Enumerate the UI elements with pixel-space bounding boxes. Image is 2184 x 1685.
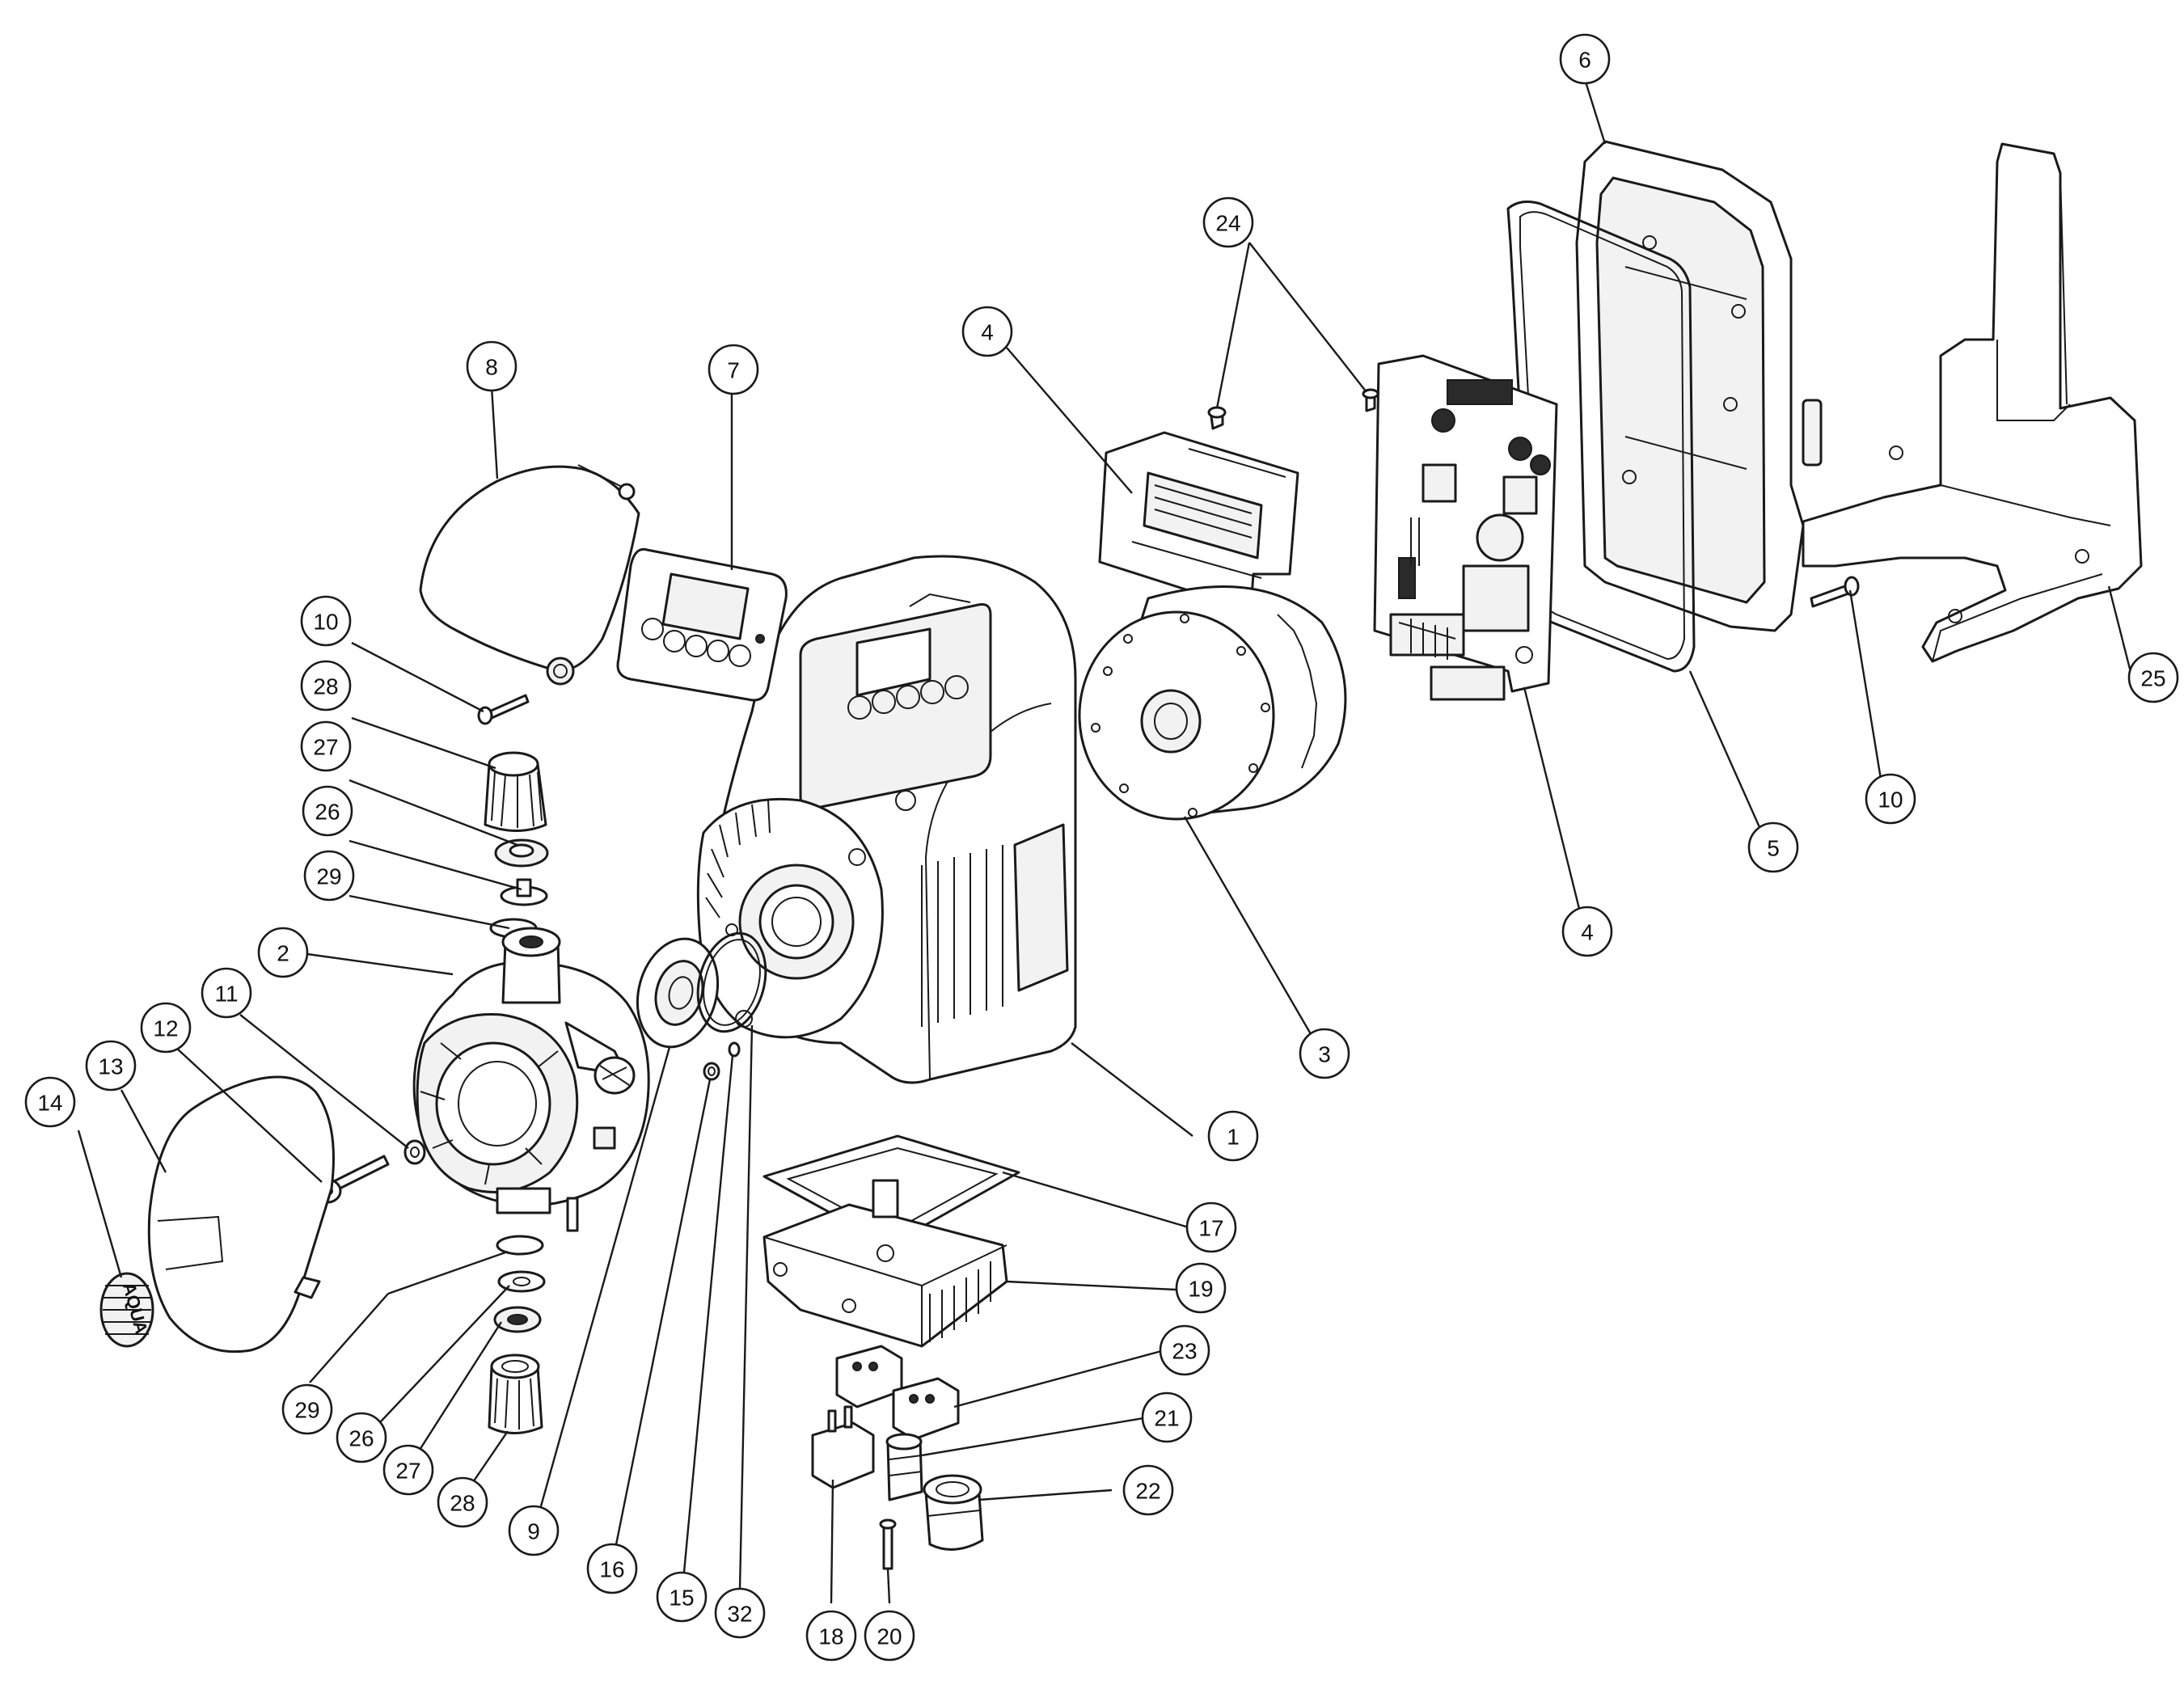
callout-10-right: 10	[1865, 773, 1916, 825]
callout-label: 12	[153, 1016, 178, 1041]
part-screws-24	[1207, 388, 1379, 430]
callout-15: 15	[656, 1571, 708, 1623]
part-valve-stack-top	[484, 751, 549, 939]
part-diaphragm-set	[636, 931, 767, 1081]
callout-label: 28	[313, 674, 338, 699]
part-washer	[403, 1139, 426, 1165]
callout-label: 17	[1198, 1216, 1223, 1241]
callout-label: 18	[818, 1624, 843, 1649]
callout-layer: 6 24 4 8 7 10 28 27 26 29 2 11 12 13 14 …	[24, 33, 2179, 1662]
part-cable-gland	[923, 1474, 984, 1551]
callout-17: 17	[1185, 1201, 1237, 1253]
callout-5: 5	[1747, 821, 1799, 873]
callout-13: 13	[85, 1040, 137, 1092]
part-base-box	[762, 1179, 1008, 1348]
callout-label: 13	[98, 1054, 123, 1079]
callout-28-top: 28	[300, 660, 352, 712]
part-rear-housing	[1575, 140, 1823, 632]
part-main-pcb	[1373, 354, 1558, 701]
callout-27-bottom: 27	[382, 1444, 434, 1496]
callout-label: 26	[349, 1426, 374, 1451]
part-valve-stack-bottom	[488, 1235, 546, 1434]
callout-23: 23	[1159, 1324, 1210, 1376]
callout-label: 7	[727, 358, 740, 383]
callout-label: 26	[315, 800, 340, 825]
callout-label: 19	[1188, 1277, 1213, 1302]
callout-2: 2	[257, 927, 309, 978]
callout-4-display: 4	[961, 306, 1013, 357]
callout-label: 24	[1215, 211, 1240, 236]
callout-label: 27	[313, 735, 338, 760]
part-screw-20	[879, 1518, 897, 1570]
callout-8: 8	[466, 340, 517, 392]
callout-label: 6	[1578, 48, 1591, 73]
part-switch	[811, 1405, 875, 1489]
callout-20: 20	[864, 1610, 915, 1662]
callout-label: 8	[485, 355, 498, 380]
callout-label: 4	[1581, 920, 1594, 945]
callout-21: 21	[1141, 1391, 1193, 1443]
callout-16: 16	[586, 1543, 638, 1594]
callout-32: 32	[714, 1587, 766, 1639]
callout-27-top: 27	[300, 720, 352, 772]
callout-7: 7	[708, 344, 759, 395]
callout-26-top: 26	[302, 785, 353, 837]
part-connectors	[835, 1345, 960, 1441]
callout-label: 14	[37, 1091, 62, 1116]
callout-label: 4	[981, 320, 994, 345]
callout-6: 6	[1559, 33, 1611, 85]
callout-label: 28	[450, 1491, 475, 1516]
callout-18: 18	[805, 1610, 857, 1662]
callout-label: 10	[1878, 788, 1903, 813]
callout-label: 16	[599, 1557, 624, 1582]
callout-label: 15	[669, 1586, 694, 1611]
part-main-housing	[696, 555, 1077, 1084]
callout-label: 29	[316, 864, 341, 889]
callout-label: 22	[1135, 1479, 1160, 1504]
callout-26-bottom: 26	[336, 1412, 387, 1463]
part-motor	[1078, 585, 1347, 821]
part-cover-flap	[419, 464, 640, 686]
callout-label: 21	[1154, 1406, 1179, 1431]
callout-9: 9	[508, 1505, 560, 1556]
callout-10-left: 10	[300, 595, 352, 647]
callout-1: 1	[1207, 1110, 1259, 1162]
callout-label: 32	[727, 1602, 752, 1627]
callout-3: 3	[1299, 1028, 1350, 1079]
callout-19: 19	[1175, 1262, 1227, 1314]
callout-14: 14	[24, 1076, 76, 1128]
callout-11: 11	[201, 967, 252, 1019]
callout-28-bottom: 28	[437, 1476, 488, 1528]
part-pump-head	[412, 927, 650, 1232]
part-keypad-overlay	[616, 547, 788, 702]
callout-24: 24	[1202, 196, 1254, 248]
callout-label: 3	[1318, 1042, 1331, 1067]
callout-29-bottom: 29	[281, 1383, 333, 1435]
leader-lines	[77, 78, 2135, 1604]
callout-label: 20	[877, 1624, 902, 1649]
callout-29-top: 29	[303, 850, 355, 902]
part-screw-10-left	[477, 694, 530, 725]
callout-label: 5	[1767, 836, 1780, 861]
callout-label: 2	[277, 941, 289, 966]
callout-25: 25	[2127, 652, 2179, 703]
part-fitting	[885, 1433, 923, 1501]
callout-label: 29	[294, 1398, 319, 1423]
callout-label: 10	[313, 610, 338, 635]
callout-label: 11	[214, 982, 238, 1007]
callout-label: 27	[395, 1459, 420, 1484]
part-logo-badge: AQUA	[99, 1272, 154, 1348]
callout-label: 9	[527, 1519, 540, 1544]
callout-22: 22	[1122, 1464, 1174, 1516]
callout-label: 1	[1227, 1125, 1240, 1150]
callout-label: 25	[2140, 666, 2165, 691]
callout-12: 12	[140, 1002, 192, 1054]
part-wall-bracket	[1802, 142, 2143, 663]
part-front-cover	[147, 1075, 335, 1353]
callout-4-main: 4	[1561, 906, 1613, 957]
callout-label: 23	[1172, 1339, 1197, 1364]
